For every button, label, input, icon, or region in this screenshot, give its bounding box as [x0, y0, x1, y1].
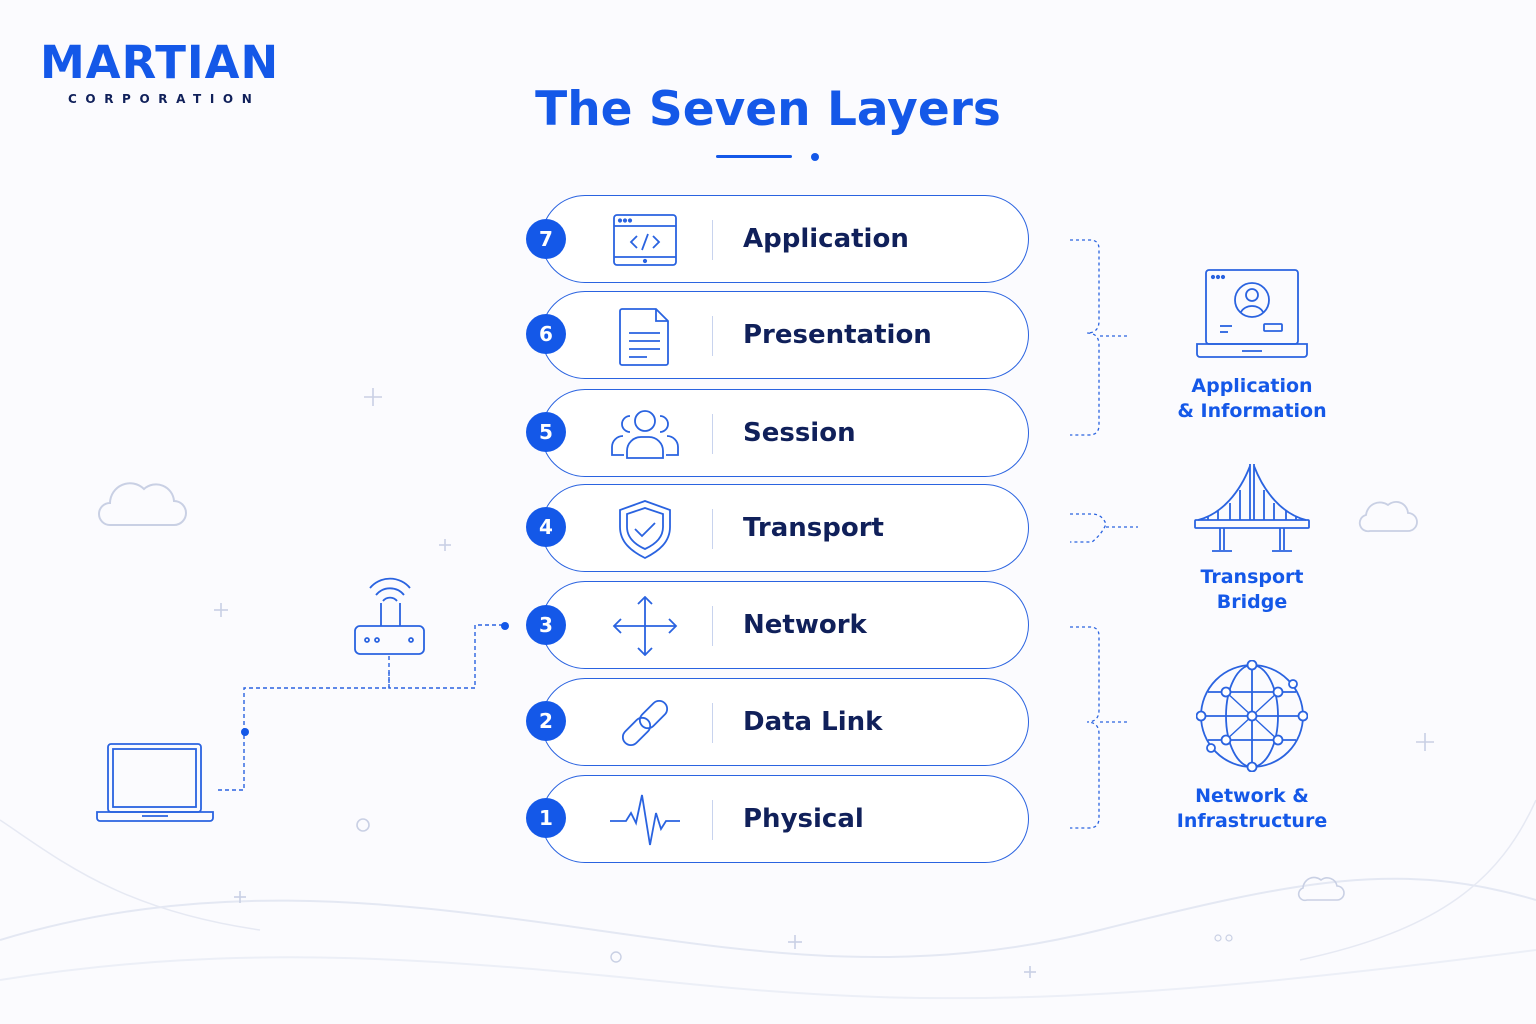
cloud-icon	[1297, 876, 1345, 902]
cloud-icon	[98, 482, 187, 526]
layer-row-data-link: Data Link	[541, 678, 1029, 766]
circle-icon	[1225, 934, 1233, 942]
layer-separator	[712, 316, 713, 356]
layer-badge-7: 7	[526, 219, 566, 259]
brand-logo: MARTIAN CORPORATION	[40, 36, 290, 107]
plus-icon	[1416, 733, 1434, 751]
circle-icon	[356, 818, 370, 832]
wave-line	[0, 949, 1536, 1000]
circle-icon	[610, 951, 622, 963]
page-title: The Seven Layers	[535, 82, 1001, 137]
layer-badge-5: 5	[526, 412, 566, 452]
layer-name-session: Session	[743, 418, 856, 448]
layer-separator	[712, 509, 713, 549]
plus-icon	[1024, 966, 1036, 978]
title-underline	[716, 155, 792, 158]
title-dot	[811, 153, 819, 161]
wave-line	[0, 877, 1536, 958]
brand-name: MARTIAN	[40, 36, 280, 89]
shield-check-icon	[619, 500, 671, 559]
layer-separator	[712, 800, 713, 840]
layer-badge-3: 3	[526, 605, 566, 645]
router-icon	[354, 577, 425, 655]
plus-icon	[214, 603, 228, 617]
plus-icon	[364, 388, 382, 406]
plus-icon	[439, 539, 451, 551]
plus-icon	[788, 935, 802, 949]
layer-row-network: Network	[541, 581, 1029, 669]
group-label-application-information: Application& Information	[1177, 375, 1327, 422]
group-label-network-infrastructure: Network &Infrastructure	[1176, 785, 1328, 832]
layer-separator	[712, 703, 713, 743]
plus-icon	[234, 891, 246, 903]
layer-badge-1: 1	[526, 798, 566, 838]
layer-row-transport: Transport	[541, 484, 1029, 572]
code-window-icon	[613, 214, 677, 266]
move-arrows-icon	[612, 596, 678, 656]
layer-badge-6: 6	[526, 314, 566, 354]
layer-row-physical: Physical	[541, 775, 1029, 863]
laptop-icon	[96, 743, 214, 822]
cloud-icon	[1358, 501, 1418, 533]
layer-row-application: Application	[541, 195, 1029, 283]
layer-name-transport: Transport	[743, 513, 884, 543]
layer-name-physical: Physical	[743, 804, 864, 834]
layer-separator	[712, 606, 713, 646]
wave-line	[1299, 799, 1536, 961]
layer-name-application: Application	[743, 224, 909, 254]
circle-icon	[1214, 934, 1222, 942]
laptop-user-icon	[1196, 269, 1308, 358]
layer-separator	[712, 220, 713, 260]
layer-name-data-link: Data Link	[743, 707, 883, 737]
layer-separator	[712, 414, 713, 454]
pulse-wave-icon	[610, 794, 680, 846]
document-icon	[619, 308, 669, 366]
brand-subtitle: CORPORATION	[68, 92, 261, 106]
layer-badge-4: 4	[526, 507, 566, 547]
layer-name-network: Network	[743, 610, 867, 640]
chain-link-icon	[621, 699, 669, 747]
users-group-icon	[611, 410, 679, 459]
wave-line	[0, 819, 261, 931]
layer-name-presentation: Presentation	[743, 320, 932, 350]
bridge-icon	[1194, 464, 1310, 552]
layer-row-presentation: Presentation	[541, 291, 1029, 379]
layer-row-session: Session	[541, 389, 1029, 477]
globe-network-icon	[1196, 660, 1308, 772]
layer-badge-2: 2	[526, 701, 566, 741]
